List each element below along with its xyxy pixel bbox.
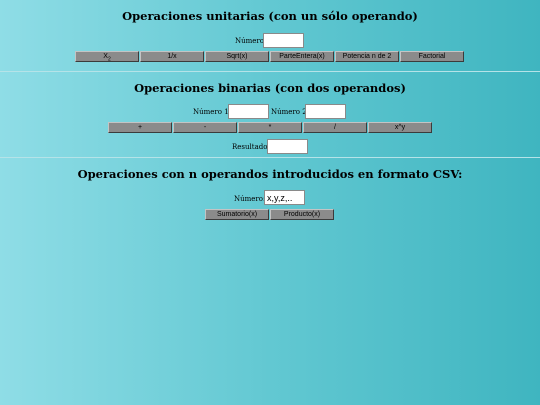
sum-button[interactable]: Sumatorio(x) <box>205 209 269 220</box>
product-button[interactable]: Producto(x) <box>270 209 334 220</box>
sqrt-button[interactable]: Sqrt(x) <box>205 51 269 62</box>
result-field[interactable] <box>267 139 308 154</box>
binary-section-title: Operaciones binarias (con dos operandos) <box>134 81 406 95</box>
integer-part-button[interactable]: ParteEntera(x) <box>270 51 334 62</box>
add-button[interactable]: + <box>108 122 172 133</box>
binary-number2-input[interactable] <box>305 104 346 119</box>
square-button-base: X <box>103 53 108 60</box>
binary-number1-label: Número 1: <box>193 108 232 116</box>
power-of-two-button[interactable]: Potencia n de 2 <box>335 51 399 62</box>
divide-button[interactable]: / <box>303 122 367 133</box>
inverse-button[interactable]: 1/x <box>140 51 204 62</box>
csv-number-input[interactable] <box>264 190 305 205</box>
subtract-button[interactable]: - <box>173 122 237 133</box>
multiply-button[interactable]: * <box>238 122 302 133</box>
nary-number-label: Número: <box>234 195 266 203</box>
square-button[interactable]: X2 <box>75 51 139 62</box>
power-button[interactable]: x^y <box>368 122 432 133</box>
square-button-exponent: 2 <box>107 56 111 62</box>
unary-number-input[interactable] <box>263 33 304 48</box>
unary-number-label: Número: <box>235 37 267 45</box>
section-divider-2 <box>0 157 540 158</box>
factorial-button[interactable]: Factorial <box>400 51 464 62</box>
result-label: Resultado: <box>232 143 270 151</box>
unary-section-title: Operaciones unitarias (con un sólo opera… <box>122 9 418 23</box>
binary-number1-input[interactable] <box>228 104 269 119</box>
binary-number2-label: Número 2: <box>271 108 310 116</box>
nary-section-title: Operaciones con n operandos introducidos… <box>77 167 463 181</box>
section-divider-1 <box>0 71 540 72</box>
